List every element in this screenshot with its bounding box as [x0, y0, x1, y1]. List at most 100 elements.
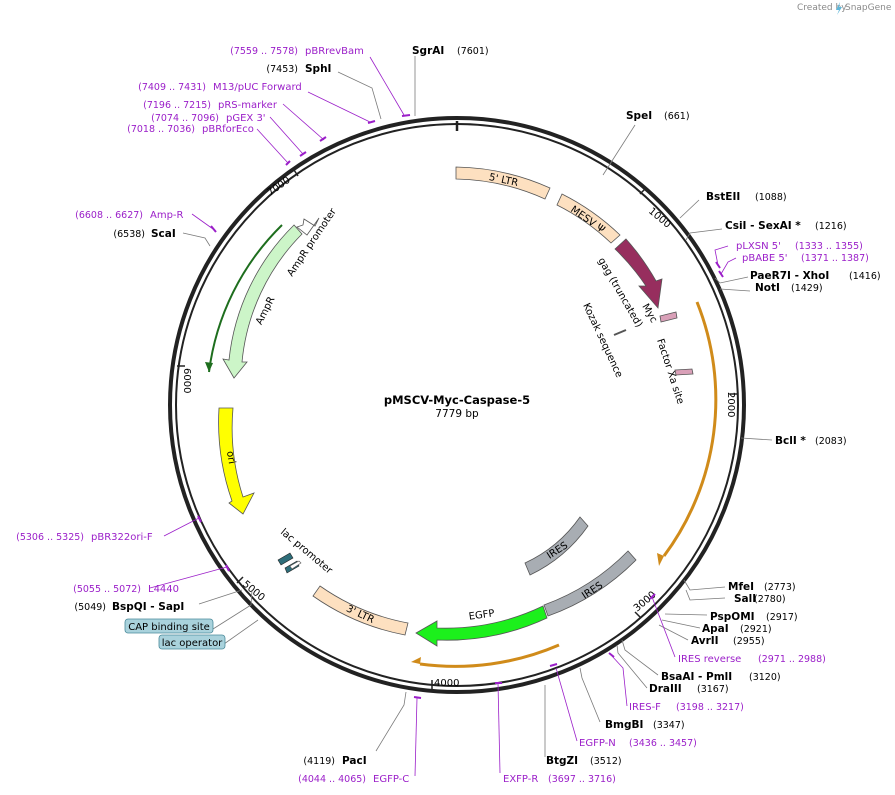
primer-name[interactable]: pBRrevBam — [305, 46, 364, 57]
feature-orf-ampr[interactable] — [208, 224, 283, 373]
tick-mark — [634, 611, 641, 618]
primer-mark — [649, 593, 656, 600]
primer-mark — [210, 225, 217, 233]
enzyme-pos: (3512) — [590, 756, 622, 767]
enzyme-name[interactable]: NotI — [755, 282, 780, 294]
primer-name[interactable]: M13/pUC Forward — [213, 82, 302, 93]
enzyme-name[interactable]: PspOMI — [710, 611, 755, 623]
credit-prefix: Created by — [797, 3, 847, 13]
feature-amprpromoter[interactable] — [296, 217, 320, 236]
primer-name[interactable]: Amp-R — [150, 210, 184, 221]
feature-ampr[interactable] — [222, 224, 303, 379]
feature-ori[interactable] — [218, 407, 255, 515]
primer-range: (1371 .. 1387) — [801, 253, 869, 264]
primer-name[interactable]: pRS-marker — [218, 100, 278, 111]
enzyme-name[interactable]: SpeI — [626, 110, 652, 122]
enzyme-pos: (7601) — [457, 46, 489, 57]
feature-factorxa[interactable] — [674, 368, 694, 376]
enzyme-name[interactable]: SalI — [734, 593, 756, 605]
credit-brand: SnapGene — [845, 3, 892, 13]
feature-3ltr[interactable] — [312, 585, 409, 636]
lac-operator-box[interactable] — [158, 634, 226, 650]
lac-operator-label: lac operator — [162, 638, 223, 649]
enzyme-name[interactable]: PaeR7I - XhoI — [750, 270, 829, 282]
cap-binding-label: CAP binding site — [128, 622, 210, 633]
enzyme-pos: (3347) — [653, 720, 685, 731]
primer-range: (3436 .. 3457) — [629, 738, 697, 749]
enzyme-pos: (2083) — [815, 436, 847, 447]
enzyme-name[interactable]: ScaI — [151, 228, 176, 240]
tick-label-2000: 2000 — [725, 392, 736, 417]
feature-egfp-label: EGFP — [468, 608, 495, 622]
primer-mark — [197, 515, 202, 523]
primer-range: (7559 .. 7578) — [230, 46, 298, 57]
leader-lines — [182, 56, 773, 757]
cap-binding-marker — [277, 552, 294, 566]
enzyme-name[interactable]: SphI — [305, 63, 331, 75]
primer-range: (3198 .. 3217) — [676, 702, 744, 713]
enzyme-name[interactable]: BtgZI — [546, 755, 578, 767]
feature-5ltr[interactable] — [455, 166, 551, 200]
feature-gag[interactable] — [614, 238, 663, 309]
snapgene-logo-icon — [836, 2, 842, 15]
feature-mesv[interactable] — [556, 193, 621, 244]
feature-kozak[interactable] — [613, 329, 627, 336]
primer-name[interactable]: pBRforEco — [202, 124, 254, 135]
enzyme-name[interactable]: BspQI - SapI — [112, 601, 184, 613]
primer-name[interactable]: IRES-F — [629, 702, 661, 713]
enzyme-name[interactable]: MfeI — [728, 581, 754, 593]
primer-mark — [413, 696, 422, 699]
enzyme-pos: (2780) — [754, 594, 786, 605]
plasmid-name: pMSCV-Myc-Caspase-5 — [384, 393, 530, 407]
tick-label-6000: 6000 — [181, 368, 192, 393]
enzyme-name[interactable]: BclI * — [775, 435, 806, 447]
primer-name[interactable]: pGEX 3' — [226, 113, 266, 124]
enzyme-labels-left: (7453) SphI (6538) ScaI (5049) BspQI - S… — [74, 63, 366, 767]
boxed-labels: CAP binding site lac operator — [124, 618, 226, 650]
plasmid-size: 7779 bp — [435, 408, 479, 420]
enzyme-name[interactable]: DraIII — [649, 683, 682, 695]
enzyme-pos: (2773) — [764, 582, 796, 593]
enzyme-pos: (1416) — [849, 271, 881, 282]
primer-name[interactable]: EGFP-N — [579, 738, 616, 749]
enzyme-labels-right: SgrAI (7601) SpeI (661) BstEII (1088) Cs… — [412, 45, 881, 767]
enzyme-name[interactable]: SgrAI — [412, 45, 444, 57]
feature-orf-caspase[interactable] — [662, 301, 718, 557]
primer-mark — [367, 120, 376, 124]
primer-range: (3697 .. 3716) — [548, 774, 616, 785]
primer-name[interactable]: IRES reverse — [678, 654, 741, 665]
tick-mark — [236, 576, 244, 584]
primer-name[interactable]: pBR322ori-F — [91, 532, 153, 543]
primer-mark — [225, 564, 230, 572]
enzyme-name[interactable]: BstEII — [706, 191, 740, 203]
primer-range: (1333 .. 1355) — [795, 241, 863, 252]
primer-name[interactable]: L4440 — [148, 584, 179, 595]
feature-myc[interactable] — [659, 311, 678, 323]
primer-range: (7196 .. 7215) — [143, 100, 211, 111]
primer-name[interactable]: pBABE 5' — [742, 253, 788, 264]
feature-egfp[interactable] — [415, 605, 548, 647]
enzyme-pos: (6538) — [113, 229, 145, 240]
primer-name[interactable]: pLXSN 5' — [736, 241, 781, 252]
feature-ori-label: ori — [224, 450, 237, 465]
cap-binding-box[interactable] — [124, 618, 214, 634]
primer-range: (7018 .. 7036) — [127, 124, 195, 135]
enzyme-name[interactable]: CsiI - SexAI * — [725, 220, 801, 232]
feature-ires1[interactable] — [524, 516, 589, 576]
backbone-outer-ring — [168, 116, 746, 694]
enzyme-name[interactable]: ApaI — [702, 623, 729, 635]
primer-range: (7409 .. 7431) — [138, 82, 206, 93]
enzyme-name[interactable]: AvrII — [691, 635, 719, 647]
feature-ires2[interactable] — [543, 550, 637, 617]
tick-mark — [639, 188, 646, 195]
enzyme-name[interactable]: BmgBI — [605, 719, 643, 731]
primer-name[interactable]: EXFP-R — [503, 774, 538, 785]
enzyme-name[interactable]: BsaAI - PmlI — [661, 671, 732, 683]
primer-range: (4044 .. 4065) — [298, 774, 366, 785]
feature-orf-egfp[interactable] — [419, 643, 560, 668]
primer-name[interactable]: EGFP-C — [373, 774, 409, 785]
enzyme-name[interactable]: PacI — [342, 755, 367, 767]
tick-label-4000: 4000 — [434, 678, 459, 689]
enzyme-pos: (1216) — [815, 221, 847, 232]
